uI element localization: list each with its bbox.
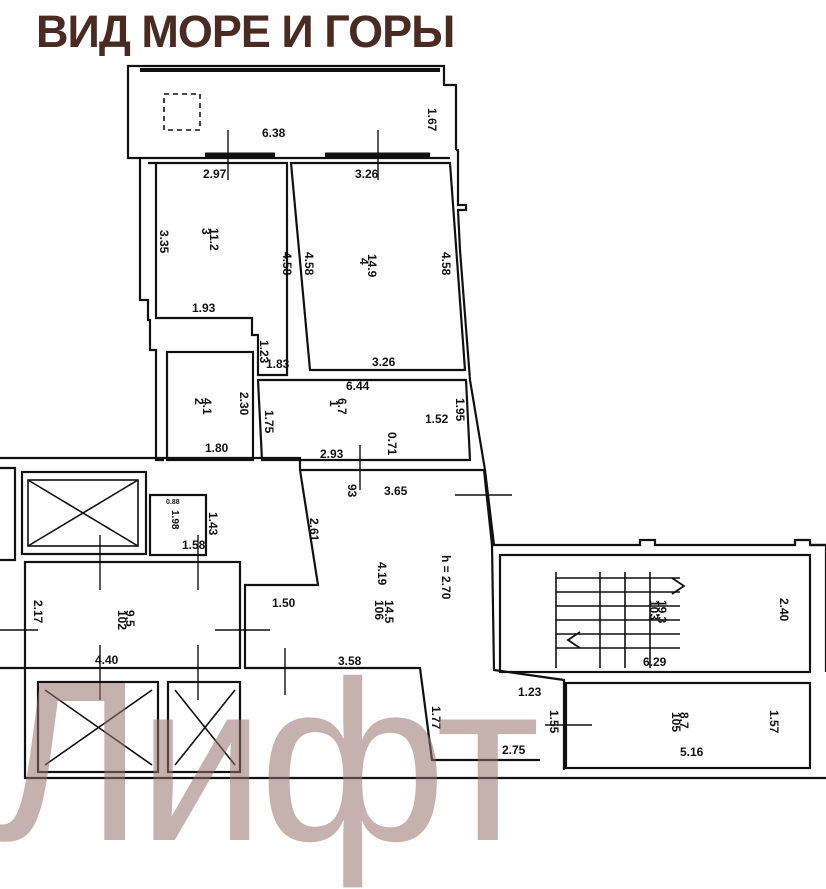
- dim-label: 1.55: [547, 710, 561, 734]
- stair-arrows: [566, 577, 686, 649]
- balcony-vent: [163, 93, 201, 131]
- hall-wall: [256, 378, 472, 462]
- dim-label: 1.43: [206, 512, 220, 536]
- arrow-left: [566, 631, 581, 649]
- dim-label: 1.52: [425, 412, 449, 426]
- dim-label: h = 2.70: [439, 555, 453, 600]
- dim-label: 1.57: [767, 710, 781, 734]
- dim-label: 1.95: [453, 398, 467, 422]
- dim-label: 93: [345, 484, 359, 498]
- bottom-wall: [0, 666, 826, 780]
- right-outer: [810, 543, 826, 672]
- balcony-wall: [126, 64, 458, 150]
- lift-cross-3b: [174, 689, 236, 766]
- dim-label: 0.71: [385, 432, 399, 456]
- room-number: 4: [357, 258, 371, 265]
- area-label: 1.98: [169, 510, 180, 530]
- dim-label: 4.58: [280, 252, 294, 276]
- dim-label: 6.29: [643, 655, 667, 669]
- area-label: 6.7: [335, 398, 349, 415]
- dim-label: 1.58: [182, 538, 206, 552]
- area-label: 14.5: [382, 600, 396, 624]
- corridor-wall: [300, 468, 566, 770]
- lift-cross-2b: [44, 689, 153, 766]
- room-number: 1: [327, 400, 341, 407]
- outer-wall-left: [126, 150, 164, 462]
- dim-label: 4.40: [95, 653, 119, 667]
- arrow-right: [671, 577, 686, 595]
- dim-label: 3.58: [338, 654, 362, 668]
- lift-shaft-1: [20, 470, 148, 556]
- dim-label: 6.38: [262, 126, 286, 140]
- dim-label: 1.80: [205, 441, 229, 455]
- room-number: 3: [199, 228, 213, 235]
- dim-label: 3.35: [157, 230, 171, 254]
- dim-label: 2.17: [31, 600, 45, 624]
- room-number: 103: [647, 600, 661, 620]
- dim-label: 4.19: [375, 562, 389, 586]
- room1-wall: [148, 161, 289, 377]
- dim-label: 1.93: [192, 301, 216, 315]
- lift-cross-1b: [27, 479, 139, 547]
- room-number: 105: [669, 712, 683, 732]
- lobby-room: [23, 560, 242, 670]
- stair-treads: [555, 572, 680, 668]
- area-label: 11.2: [207, 228, 221, 251]
- lift-shaft-1-inner: [27, 479, 139, 547]
- dim-label: 1.77: [429, 706, 443, 730]
- dim-label: 2.97: [203, 167, 227, 181]
- dimension-ticks: [0, 130, 592, 726]
- dim-label: 1.83: [266, 357, 290, 371]
- area-label: 4.1: [200, 398, 214, 415]
- dim-label: 1.23: [257, 340, 271, 364]
- watermark-text: Лифт: [0, 635, 540, 889]
- dim-label: 1.67: [425, 108, 439, 132]
- room-number: 106: [372, 600, 386, 620]
- small-wall: [148, 493, 208, 557]
- page-title: ВИД МОРЕ И ГОРЫ: [36, 6, 455, 57]
- area-label: 9.5: [123, 610, 137, 627]
- dim-label: 4.58: [439, 252, 453, 276]
- area-label: 8.7: [677, 712, 691, 729]
- dim-label: 0.88: [166, 499, 180, 506]
- lift-shaft-3: [166, 680, 242, 774]
- dim-label: 1.75: [262, 410, 276, 434]
- dim-label: 2.61: [307, 518, 321, 542]
- dim-label: 3.65: [384, 484, 408, 498]
- area-label: 14.9: [365, 254, 379, 278]
- dim-label: 3.26: [372, 355, 396, 369]
- corridor-left-wall: [243, 469, 540, 762]
- dim-label: 2.93: [320, 447, 344, 461]
- dim-label: 4.58: [302, 252, 316, 276]
- room-number: 2: [192, 398, 206, 405]
- dim-label: 6.44: [346, 379, 370, 393]
- dim-label: 1.23: [518, 685, 542, 699]
- dim-label: 5.16: [680, 745, 704, 759]
- dim-label: 3.26: [355, 167, 379, 181]
- lobby-wall: [0, 456, 302, 470]
- dim-label: 1.50: [272, 596, 296, 610]
- floor-plan: 6.38 1.67 2.97 3.26 3.35 4.58 4.58 4.58 …: [0, 64, 826, 780]
- stair-block: [498, 553, 812, 674]
- walls: [0, 64, 826, 780]
- dim-label: 2.40: [777, 598, 791, 622]
- room-number: 102: [115, 610, 129, 630]
- outer-wall-right: [456, 148, 826, 547]
- dim-label: 2.30: [237, 392, 251, 416]
- bath-wall: [165, 350, 255, 462]
- dim-label: 2.75: [502, 743, 526, 757]
- lift-shaft-2: [36, 680, 160, 774]
- room2-wall: [289, 161, 467, 372]
- lobby-outer: [0, 466, 17, 562]
- area-label: 19.3: [655, 600, 669, 624]
